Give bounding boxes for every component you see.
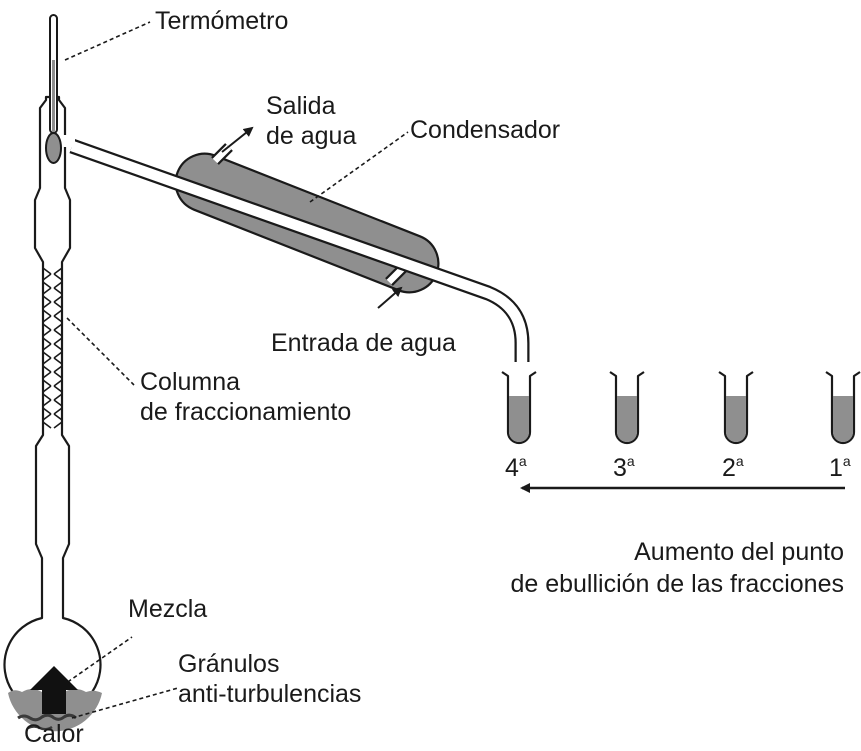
heat-arrow [30,666,78,714]
granules-label-line1: Gránulos [178,650,279,678]
condenser-label: Condensador [410,116,560,144]
thermometer [45,14,62,164]
heat-label: Calor [24,720,84,748]
thermometer-label: Termómetro [155,7,288,35]
fraction-label: 1a [829,453,851,482]
fraction-label: 2a [722,453,744,482]
leader-lines [61,21,409,719]
collection-tube [718,371,754,445]
column-spurs [42,267,63,429]
water-inlet-nozzle [385,264,407,286]
water-outlet-label-line2: de agua [266,122,356,150]
collection-tube [501,371,537,445]
column-label-line2: de fraccionamiento [140,398,351,426]
fraction-label: 3a [613,453,635,482]
collection-tube [609,371,645,445]
delivery-tube [69,138,530,364]
fraction-label: 4a [505,453,527,482]
water-inlet-label: Entrada de agua [271,329,456,357]
boiling-point-label-line2: de ebullición de las fracciones [510,570,844,598]
fractionating-column [3,95,102,714]
boiling-point-label-line1: Aumento del punto [634,538,844,566]
granules-label-line2: anti-turbulencias [178,680,361,708]
column-label-line1: Columna [140,368,240,396]
water-outlet-label-line1: Salida [266,92,336,120]
collection-tube [825,371,861,445]
mixture-label: Mezcla [128,595,207,623]
collection-tubes [501,371,861,445]
